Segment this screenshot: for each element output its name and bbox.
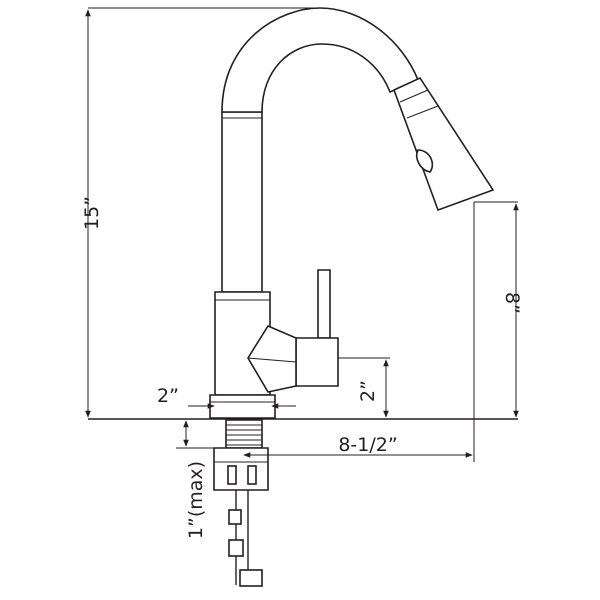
dimension-handle-offset: 2”	[338, 357, 390, 418]
shank-threads	[226, 424, 262, 446]
dimension-spout-height: 8”	[474, 201, 523, 418]
hose-clip-2	[228, 539, 244, 557]
hose-clip-1	[228, 509, 242, 525]
dimension-base-width: 2”	[157, 385, 296, 409]
reach-label: 8-1/2”	[338, 434, 397, 456]
base-width-label: 2”	[157, 385, 179, 407]
lever-handle	[317, 269, 331, 339]
dimension-deck-thickness: 1”(max)	[176, 420, 214, 539]
total-height-label: 15”	[81, 196, 103, 230]
threaded-shank	[225, 419, 263, 449]
mounting-nut	[213, 447, 269, 491]
spray-head	[392, 76, 495, 212]
handle-hub	[295, 337, 339, 387]
gooseneck-arch	[221, 7, 420, 113]
base-flange	[209, 394, 276, 419]
dimension-reach: 8-1/2”	[243, 202, 475, 462]
nut-slot-left	[227, 465, 237, 485]
faucet-drawing	[209, 7, 495, 587]
nut-slot-right	[247, 465, 257, 485]
spout-height-label: 8”	[501, 292, 523, 314]
spray-head-ring-1	[399, 89, 429, 103]
dimension-total-height: 15”	[81, 7, 318, 418]
spout-column	[221, 111, 263, 293]
cone-edge	[247, 357, 297, 363]
spray-button-icon	[415, 149, 434, 173]
hose-connector	[239, 569, 263, 587]
spray-head-ring-2	[406, 105, 439, 119]
handle-offset-label: 2”	[357, 380, 379, 402]
deck-thickness-label: 1”(max)	[185, 461, 207, 539]
